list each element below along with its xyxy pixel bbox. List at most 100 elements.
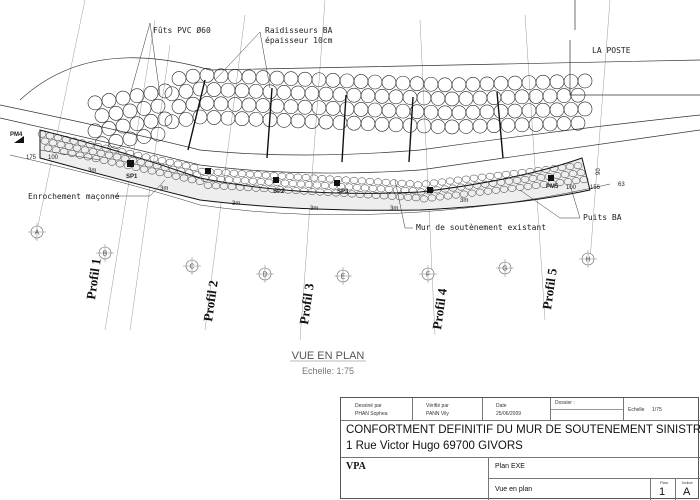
indice-label: Indice xyxy=(682,480,693,485)
construction-lines xyxy=(34,0,611,341)
pvc-barrel xyxy=(493,76,509,91)
pvc-barrel xyxy=(570,87,586,103)
pvc-barrel xyxy=(136,101,152,116)
pvc-barrel xyxy=(122,103,138,119)
pvc-barrel xyxy=(535,102,551,118)
pvc-barrel xyxy=(577,73,593,89)
pvc-barrel xyxy=(290,113,306,129)
indice-cell: Indice A xyxy=(676,479,700,500)
label-futs-pvc: Fûts PVC Ø60 xyxy=(153,25,211,35)
pvc-barrel xyxy=(437,105,453,121)
pvc-barrel xyxy=(423,104,439,120)
dim-90: 90 xyxy=(596,168,602,175)
pvc-barrel xyxy=(479,76,495,92)
pvc-barrel xyxy=(409,76,425,91)
dossier-cell: Dossier : xyxy=(551,398,624,421)
pvc-barrel xyxy=(346,87,362,103)
pvc-barrel xyxy=(325,101,341,116)
sp1-marker xyxy=(127,160,134,167)
pvc-barrel xyxy=(521,103,537,118)
plan-type-cell: Plan EXE xyxy=(489,458,700,479)
svg-text:D: D xyxy=(262,272,267,279)
pvc-barrel xyxy=(101,121,117,136)
pvc-barrel xyxy=(87,95,103,111)
pvc-barrel xyxy=(213,96,229,112)
pvc-barrel xyxy=(318,86,334,102)
pvc-barrel xyxy=(486,118,502,133)
grid-axis-g: G xyxy=(496,259,514,277)
label-sp3: SP3 xyxy=(337,189,349,195)
pvc-barrel xyxy=(325,73,341,88)
pvc-barrel xyxy=(129,116,145,132)
pvc-barrel xyxy=(101,93,117,108)
pvc-barrel xyxy=(213,68,229,84)
pvc-barrel xyxy=(332,87,348,102)
indice-value: A xyxy=(683,486,691,498)
pvc-barrel xyxy=(94,108,110,123)
pvc-barrel xyxy=(283,71,299,86)
pvc-barrel xyxy=(269,98,285,114)
drawn-by-value: PHAN Sophea xyxy=(355,411,388,417)
company-name: VPA xyxy=(346,461,366,472)
pvc-barrel xyxy=(360,116,376,132)
pvc-barrel xyxy=(535,74,551,90)
dim-3m: 3m xyxy=(460,198,468,204)
sp-marker xyxy=(205,168,211,174)
pvc-barrel xyxy=(171,99,187,114)
pvc-barrel xyxy=(178,112,194,127)
grid-axis-h: H xyxy=(579,250,597,268)
date-cell: Date 25/06/2009 xyxy=(483,398,551,421)
sp2-marker xyxy=(273,177,279,183)
pvc-barrel xyxy=(129,88,145,104)
pvc-barrel xyxy=(248,111,264,127)
pvc-barrel xyxy=(444,91,460,107)
pvc-barrels xyxy=(87,67,593,151)
pvc-barrel xyxy=(234,111,250,126)
sp3-marker xyxy=(334,180,340,186)
pvc-barrel xyxy=(157,83,173,99)
pvc-barrel xyxy=(248,83,264,99)
pvc-barrel xyxy=(199,95,215,111)
dimension-lines xyxy=(9,22,611,229)
pvc-barrel xyxy=(381,103,397,118)
view-title: VUE EN PLAN xyxy=(292,350,365,362)
label-puits-ba: Puits BA xyxy=(583,213,622,222)
pvc-barrel xyxy=(402,118,418,133)
road-outlines xyxy=(0,0,700,174)
view-name: Vue en plan xyxy=(495,486,533,493)
pvc-barrel xyxy=(311,100,327,116)
pvc-barrel xyxy=(402,90,418,105)
pvc-barrel xyxy=(451,105,467,121)
pvc-barrel xyxy=(220,82,236,98)
dim-3m: 3m xyxy=(232,201,240,207)
pvc-barrel xyxy=(514,117,530,133)
pm4-marker xyxy=(14,136,24,143)
dim-63: 63 xyxy=(618,182,625,188)
label-mur-existant: Mur de soutènement existant xyxy=(416,222,546,232)
dim-3m: 3m xyxy=(88,168,96,174)
wall-enrochement xyxy=(37,129,591,211)
pvc-barrel xyxy=(563,102,579,117)
pvc-barrel xyxy=(150,98,166,114)
profile-label-4: Profil 4 xyxy=(429,287,450,330)
pvc-barrel xyxy=(465,77,481,92)
checked-by-value: PANN Vily xyxy=(426,411,449,417)
label-sp1: SP1 xyxy=(126,174,138,180)
label-sp2: SP2 xyxy=(273,189,285,195)
dim-156: 156 xyxy=(590,185,601,191)
pvc-barrel xyxy=(374,88,390,104)
pvc-barrel xyxy=(115,118,131,134)
pvc-barrel xyxy=(458,91,474,106)
project-address: 1 Rue Victor Hugo 69700 GIVORS xyxy=(346,440,523,452)
pvc-barrel xyxy=(542,88,558,104)
dim-3m: 3m xyxy=(160,186,168,192)
grid-axis-a: A xyxy=(28,223,46,241)
plan-number: 1 xyxy=(659,486,666,498)
grid-axis-f: F xyxy=(419,265,437,283)
pvc-barrel xyxy=(563,74,579,89)
project-title: CONFORTMENT DEFINITIF DU MUR DE SOUTENEM… xyxy=(346,424,700,436)
pvc-barrel xyxy=(339,101,355,117)
pvc-barrel xyxy=(283,99,299,114)
pvc-barrel xyxy=(507,75,523,91)
